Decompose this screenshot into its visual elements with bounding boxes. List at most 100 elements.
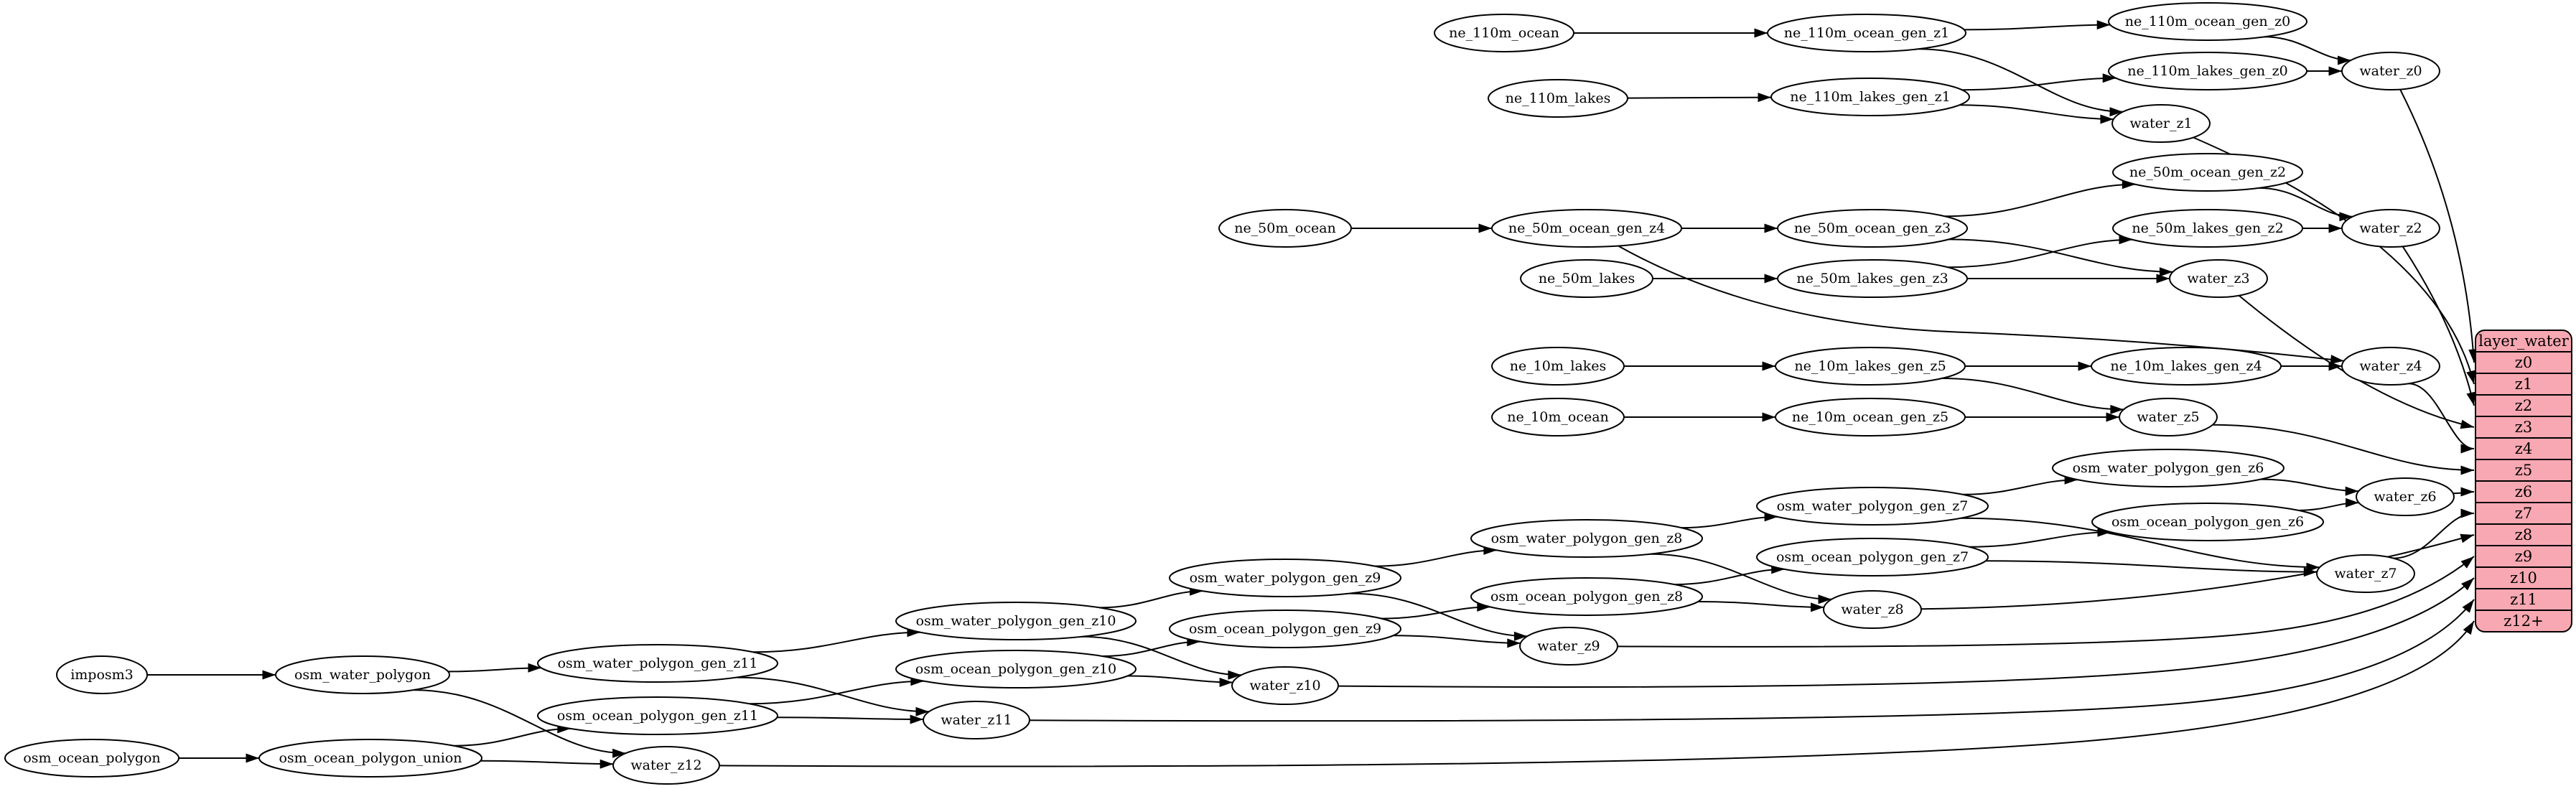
- node-shape-ne-10m-ocean-gen-z5: [1775, 398, 1966, 436]
- layer-water-row-z0: z0: [2515, 354, 2532, 371]
- node-shape-osm-water-polygon-gen-z8: [1470, 519, 1703, 558]
- edge-osm-ocean-polygon-union-to-osm-ocean-polygon-gen-z11: [454, 724, 571, 747]
- node-label-osm-water-polygon-gen-z6: osm_water_polygon_gen_z6: [2073, 460, 2264, 476]
- edge-ne-50m-ocean-gen-z3-to-water-z3: [1949, 238, 2173, 277]
- edge-osm-water-polygon-gen-z6-to-water-z6: [2260, 478, 2359, 496]
- node-shape-ne-110m-ocean-gen-z0: [2108, 2, 2307, 41]
- edge-water-z4-to-layer-water-z4: [2408, 383, 2475, 454]
- node-shape-osm-water-polygon-gen-z7: [1756, 487, 1989, 526]
- node-shape-osm-ocean-polygon-gen-z11: [537, 696, 778, 735]
- node-shape-water-z2: [2341, 209, 2440, 248]
- node-ne-50m-ocean-gen-z2: ne_50m_ocean_gen_z2: [2112, 153, 2303, 192]
- node-label-water-z8: water_z8: [1841, 602, 1903, 617]
- node-water-z5: water_z5: [2119, 398, 2218, 436]
- node-water-z10: water_z10: [1231, 666, 1339, 705]
- node-ne-110m-lakes: ne_110m_lakes: [1488, 79, 1628, 118]
- layer-water-row-z8: z8: [2515, 526, 2532, 543]
- layer-water-header: layer_water: [2478, 332, 2569, 350]
- node-label-ne-50m-lakes-gen-z3: ne_50m_lakes_gen_z3: [1796, 271, 1948, 286]
- node-osm-ocean-polygon-union: osm_ocean_polygon_union: [258, 739, 482, 778]
- node-shape-ne-50m-ocean-gen-z3: [1777, 209, 1968, 248]
- node-label-water-z11: water_z11: [941, 712, 1012, 728]
- node-ne-50m-lakes-gen-z2: ne_50m_lakes_gen_z2: [2112, 209, 2303, 248]
- node-label-ne-50m-ocean-gen-z2: ne_50m_ocean_gen_z2: [2129, 164, 2286, 180]
- node-shape-water-z9: [1519, 627, 1618, 666]
- node-shape-ne-50m-lakes-gen-z2: [2112, 209, 2303, 248]
- edge-osm-ocean-polygon-gen-z7-to-osm-ocean-polygon-gen-z6: [1969, 527, 2111, 548]
- node-label-water-z10: water_z10: [1249, 678, 1320, 694]
- node-ne-110m-ocean: ne_110m_ocean: [1434, 14, 1574, 52]
- node-shape-ne-110m-lakes-gen-z0: [2108, 52, 2307, 90]
- node-label-water-z3: water_z3: [2187, 271, 2249, 286]
- node-label-water-z6: water_z6: [2374, 489, 2436, 505]
- node-shape-imposm3: [56, 655, 148, 694]
- edge-ne-110m-ocean-gen-z0-to-water-z0: [2264, 36, 2351, 65]
- edge-osm-ocean-polygon-gen-z10-to-osm-ocean-polygon-gen-z9: [1102, 637, 1200, 657]
- node-label-osm-ocean-polygon-gen-z10: osm_ocean_polygon_gen_z10: [915, 661, 1116, 677]
- node-label-osm-ocean-polygon-gen-z9: osm_ocean_polygon_gen_z9: [1189, 621, 1381, 637]
- node-shape-water-z7: [2316, 554, 2415, 593]
- edge-water-z0-to-layer-water-z0: [2399, 89, 2478, 363]
- node-shape-water-z6: [2356, 477, 2455, 516]
- node-osm-water-polygon-gen-z8: osm_water_polygon_gen_z8: [1470, 519, 1703, 558]
- node-ne-50m-ocean-gen-z4: ne_50m_ocean_gen_z4: [1491, 209, 1682, 248]
- node-osm-ocean-polygon-gen-z8: osm_ocean_polygon_gen_z8: [1470, 577, 1703, 616]
- node-label-ne-10m-lakes-gen-z4: ne_10m_lakes_gen_z4: [2110, 358, 2262, 374]
- layer-water-row-z10: z10: [2510, 569, 2537, 587]
- node-water-z2: water_z2: [2341, 209, 2440, 248]
- layer-water-row-z1: z1: [2515, 375, 2532, 393]
- node-label-osm-ocean-polygon-union: osm_ocean_polygon_union: [279, 750, 462, 766]
- node-label-ne-10m-ocean: ne_10m_ocean: [1507, 409, 1609, 425]
- node-label-water-z5: water_z5: [2137, 409, 2199, 425]
- node-label-water-z7: water_z7: [2334, 566, 2397, 582]
- node-label-ne-110m-lakes-gen-z1: ne_110m_lakes_gen_z1: [1790, 89, 1950, 105]
- node-shape-osm-water-polygon-gen-z6: [2052, 449, 2285, 487]
- edge-osm-ocean-polygon-gen-z6-to-water-z6: [2298, 498, 2359, 511]
- node-label-osm-water-polygon-gen-z10: osm_water_polygon_gen_z10: [916, 613, 1116, 629]
- node-shape-osm-water-polygon-gen-z9: [1169, 559, 1401, 597]
- node-ne-10m-lakes: ne_10m_lakes: [1491, 347, 1625, 386]
- node-shape-water-z0: [2341, 52, 2440, 90]
- edge-water-z10-to-layer-water-z10: [1338, 577, 2475, 688]
- edge-osm-ocean-polygon-gen-z8-to-osm-ocean-polygon-gen-z7: [1674, 564, 1785, 586]
- node-water-z3: water_z3: [2169, 259, 2268, 298]
- node-shape-water-z12: [612, 746, 720, 785]
- layer-water-row-z5: z5: [2515, 462, 2532, 479]
- node-shape-osm-ocean-polygon-gen-z9: [1169, 610, 1401, 648]
- node-shape-ne-110m-lakes-gen-z1: [1770, 78, 1970, 116]
- edge-osm-ocean-polygon-gen-z9-to-osm-ocean-polygon-gen-z8: [1381, 602, 1490, 620]
- node-ne-50m-ocean: ne_50m_ocean: [1218, 209, 1352, 248]
- node-water-z7: water_z7: [2316, 554, 2415, 593]
- layer-water-row-z2: z2: [2515, 397, 2532, 414]
- node-shape-water-z5: [2119, 398, 2218, 436]
- edge-ne-50m-lakes-gen-z3-to-ne-50m-lakes-gen-z2: [1947, 235, 2133, 269]
- edge-osm-ocean-polygon-gen-z11-to-osm-ocean-polygon-gen-z10: [750, 676, 924, 705]
- node-osm-water-polygon: osm_water_polygon: [275, 655, 450, 694]
- edge-ne-50m-ocean-gen-z2-to-water-z2: [2259, 187, 2353, 222]
- node-label-water-z1: water_z1: [2129, 116, 2192, 131]
- node-ne-10m-lakes-gen-z5: ne_10m_lakes_gen_z5: [1775, 347, 1966, 386]
- node-shape-water-z10: [1231, 666, 1339, 705]
- node-ne-10m-ocean: ne_10m_ocean: [1491, 398, 1625, 436]
- edge-ne-10m-lakes-gen-z5-to-water-z5: [1941, 378, 2124, 414]
- node-label-ne-50m-ocean-gen-z4: ne_50m_ocean_gen_z4: [1508, 220, 1665, 236]
- node-shape-ne-50m-lakes-gen-z3: [1777, 259, 1968, 298]
- node-shape-osm-ocean-polygon-union: [258, 739, 482, 778]
- edge-water-z11-to-layer-water-z11: [1029, 599, 2475, 722]
- edge-osm-water-polygon-gen-z7-to-water-z7: [1960, 517, 2320, 572]
- node-label-osm-water-polygon-gen-z8: osm_water_polygon_gen_z8: [1491, 531, 1683, 546]
- node-osm-water-polygon-gen-z11: osm_water_polygon_gen_z11: [537, 644, 778, 683]
- node-label-ne-110m-lakes: ne_110m_lakes: [1506, 90, 1611, 106]
- layer-water-row-z6: z6: [2515, 483, 2532, 500]
- node-label-osm-ocean-polygon: osm_ocean_polygon: [23, 750, 160, 766]
- node-osm-water-polygon-gen-z9: osm_water_polygon_gen_z9: [1169, 559, 1401, 597]
- node-water-z4: water_z4: [2341, 347, 2440, 386]
- node-shape-water-z11: [923, 701, 1030, 739]
- edge-water-z9-to-layer-water-z9: [1617, 556, 2475, 648]
- node-shape-water-z3: [2169, 259, 2268, 298]
- node-shape-ne-110m-lakes: [1488, 79, 1628, 118]
- node-shape-ne-10m-lakes-gen-z4: [2091, 347, 2282, 386]
